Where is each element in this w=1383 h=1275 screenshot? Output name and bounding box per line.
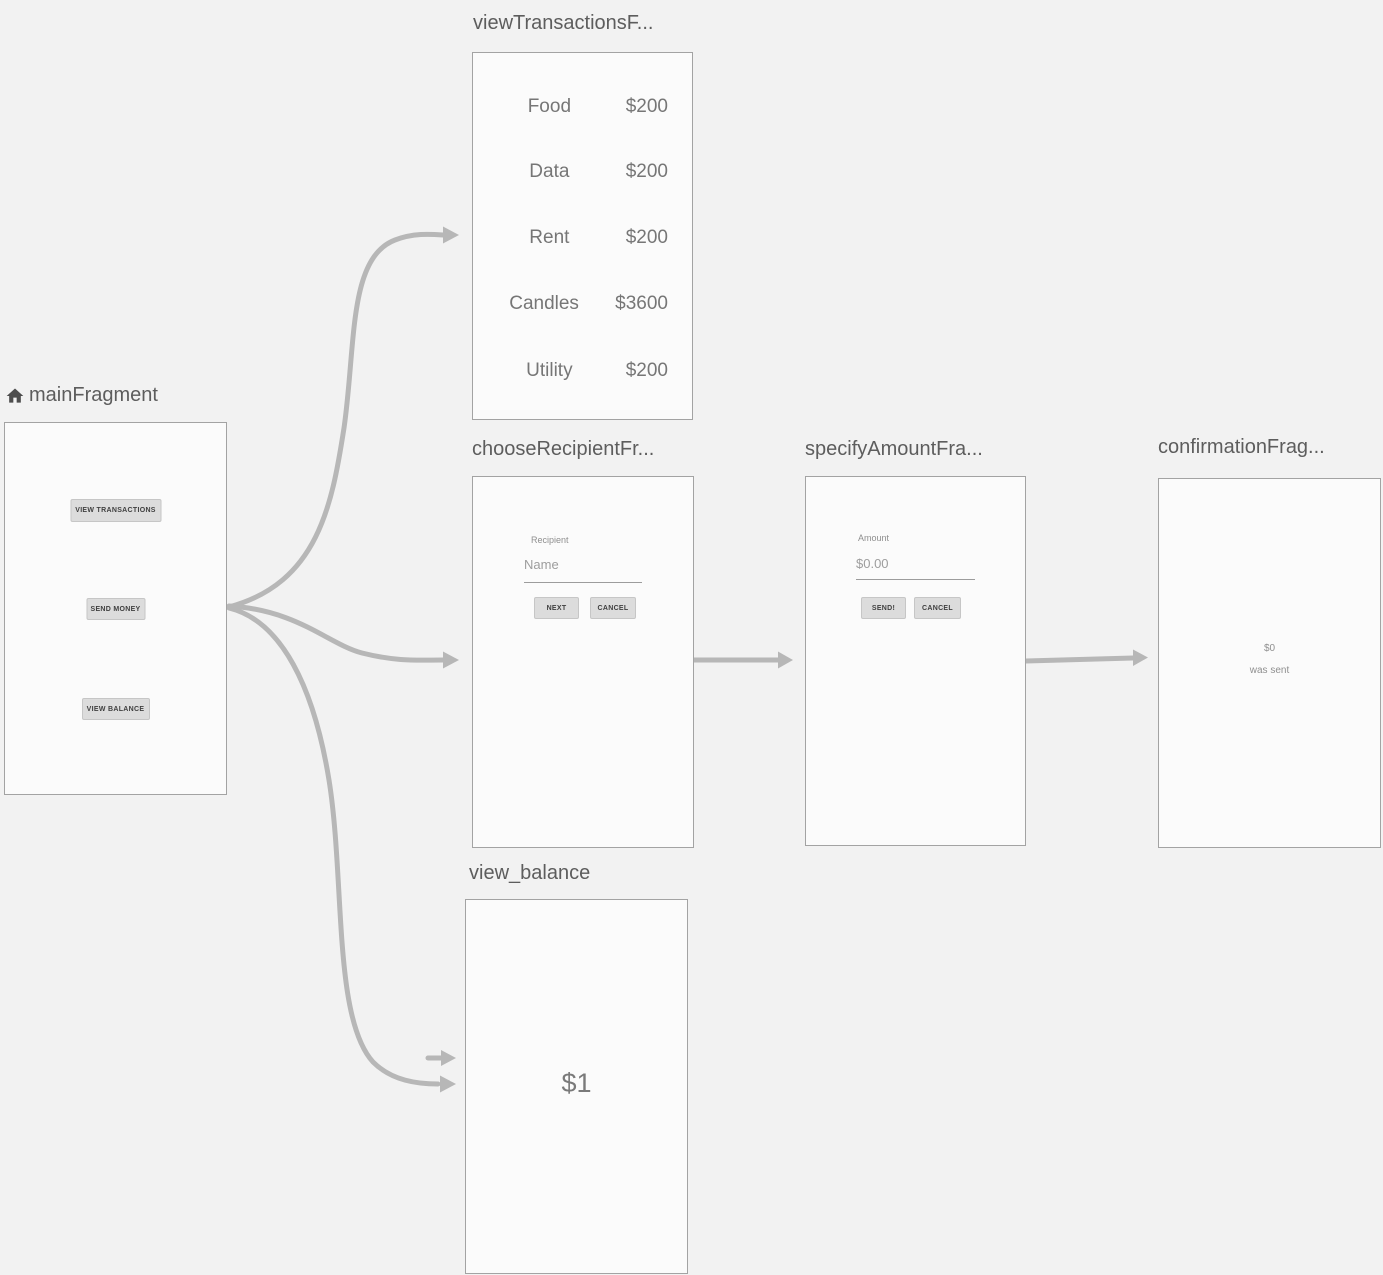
amount-input: $0.00 — [856, 556, 889, 571]
transaction-row: Candles $3600 — [473, 292, 692, 316]
arrowhead-view-transactions[interactable] — [443, 226, 459, 244]
fragment-title-label: chooseRecipientFr... — [472, 438, 655, 460]
balance-text: $1 — [561, 1068, 592, 1098]
action-main-to-choose-recipient-arrow[interactable] — [226, 603, 446, 663]
fragment-title-label: confirmationFrag... — [1158, 436, 1325, 458]
fragment-title-specify-amount[interactable]: specifyAmountFra... — [805, 438, 983, 461]
fragment-preview-view-transactions[interactable]: Food $200 Data $200 Rent $200 Candles $3… — [472, 52, 693, 420]
fragment-title-label: viewTransactionsF... — [473, 12, 654, 34]
cancel-button: CANCEL — [914, 597, 961, 619]
transaction-label: Data — [529, 161, 570, 182]
action-main-to-view-balance-arrow[interactable] — [226, 605, 441, 1087]
arrowhead-confirmation[interactable] — [1133, 649, 1148, 667]
arrowhead-choose-recipient[interactable] — [443, 651, 459, 669]
fragment-title-view-transactions[interactable]: viewTransactionsF... — [473, 12, 653, 35]
fragment-preview-view-balance[interactable]: $1 — [465, 899, 688, 1274]
fragment-title-label: mainFragment — [29, 384, 158, 406]
fragment-preview-confirmation[interactable]: $0 was sent — [1158, 478, 1381, 848]
view-balance-button: VIEW BALANCE — [81, 698, 150, 720]
amount-field-label: Amount — [858, 533, 890, 543]
fragment-preview-specify-amount[interactable]: Amount $0.00 SEND! CANCEL — [805, 476, 1026, 846]
transaction-label: Utility — [526, 360, 573, 381]
arrowhead-view-balance[interactable] — [440, 1075, 456, 1093]
transaction-row: Food $200 — [473, 95, 692, 119]
transaction-amount: $200 — [625, 360, 668, 381]
view-transactions-button: VIEW TRANSACTIONS — [70, 499, 161, 522]
fragment-preview-choose-recipient[interactable]: Recipient Name NEXT CANCEL — [472, 476, 694, 848]
arrowhead-specify-amount[interactable] — [778, 651, 793, 669]
fragment-title-choose-recipient[interactable]: chooseRecipientFr... — [472, 438, 654, 461]
transaction-label: Rent — [529, 227, 570, 248]
transaction-label: Candles — [509, 293, 579, 314]
fragment-title-main[interactable]: mainFragment — [5, 384, 158, 407]
transaction-row: Utility $200 — [473, 359, 692, 383]
confirmation-amount-text: $0 — [1263, 643, 1276, 654]
confirmation-sent-text: was sent — [1249, 665, 1290, 676]
transaction-amount: $200 — [625, 161, 668, 182]
input-underline — [524, 582, 642, 583]
send-money-button: SEND MONEY — [86, 598, 145, 620]
fragment-title-label: view_balance — [469, 862, 591, 884]
transaction-amount: $200 — [625, 96, 668, 117]
transaction-label: Food — [527, 96, 572, 117]
home-icon — [5, 386, 25, 406]
recipient-field-label: Recipient — [531, 535, 569, 545]
recipient-name-input: Name — [524, 557, 559, 572]
fragment-title-label: specifyAmountFra... — [805, 438, 983, 460]
arrowhead-view-balance-stub[interactable] — [441, 1050, 456, 1066]
send-button: SEND! — [861, 597, 906, 619]
fragment-preview-main[interactable]: VIEW TRANSACTIONS SEND MONEY VIEW BALANC… — [4, 422, 227, 795]
input-underline — [856, 579, 975, 580]
next-button: NEXT — [534, 597, 579, 619]
action-main-to-view-transactions-arrow[interactable] — [226, 231, 446, 610]
action-specify-amount-to-confirmation-arrow[interactable] — [1023, 655, 1136, 664]
cancel-button: CANCEL — [590, 597, 636, 619]
transaction-row: Rent $200 — [473, 226, 692, 250]
transaction-amount: $3600 — [615, 293, 668, 314]
fragment-title-view-balance[interactable]: view_balance — [469, 862, 590, 885]
fragment-title-confirmation[interactable]: confirmationFrag... — [1158, 436, 1325, 459]
transaction-amount: $200 — [625, 227, 668, 248]
transaction-row: Data $200 — [473, 160, 692, 184]
